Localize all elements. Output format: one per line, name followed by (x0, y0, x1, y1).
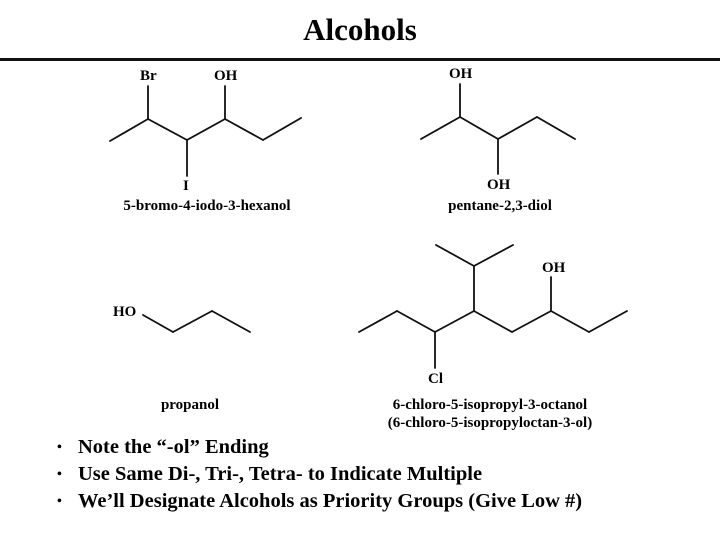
title-divider (0, 58, 720, 61)
atom-label-oh: OH (542, 260, 566, 276)
bullet-dot-icon: • (57, 467, 62, 482)
molecule-name-3: propanol (160, 397, 220, 413)
bullet-text: We’ll Designate Alcohols as Priority Gro… (78, 490, 583, 512)
atom-label-br: Br (140, 68, 157, 84)
molecule-alt-name-4: (6-chloro-5-isopropyloctan-3-ol) (387, 415, 593, 431)
molecule-bromo-iodo-hexanol-bonds (109, 85, 302, 177)
molecule-name-2: pentane-2,3-diol (448, 198, 552, 214)
bullet-dot-icon: • (57, 440, 62, 455)
molecule-chloro-isopropyl-octanol-bonds (358, 244, 628, 369)
molecule-name-4: 6-chloro-5-isopropyl-3-octanol (392, 397, 588, 413)
atom-label-oh-top: OH (449, 66, 473, 82)
bullet-list: • Note the “-ol” Ending • Use Same Di-, … (57, 434, 582, 515)
molecule-name-1: 5-bromo-4-iodo-3-hexanol (123, 198, 291, 214)
atom-label-oh: OH (214, 68, 238, 84)
atom-label-cl: Cl (428, 371, 443, 387)
atom-label-i: I (183, 178, 189, 194)
slide-title: Alcohols (303, 12, 417, 47)
atom-label-ho: HO (113, 304, 137, 320)
bullet-text: Use Same Di-, Tri-, Tetra- to Indicate M… (78, 463, 483, 485)
bullet-dot-icon: • (57, 494, 62, 509)
bullet-item: • Note the “-ol” Ending (57, 434, 582, 461)
bullet-item: • We’ll Designate Alcohols as Priority G… (57, 488, 582, 515)
atom-label-oh-bottom: OH (487, 177, 511, 193)
molecule-propanol-bonds (142, 310, 251, 333)
molecule-pentanediol-bonds (420, 83, 576, 175)
bullet-text: Note the “-ol” Ending (78, 436, 269, 458)
bullet-item: • Use Same Di-, Tri-, Tetra- to Indicate… (57, 461, 582, 488)
